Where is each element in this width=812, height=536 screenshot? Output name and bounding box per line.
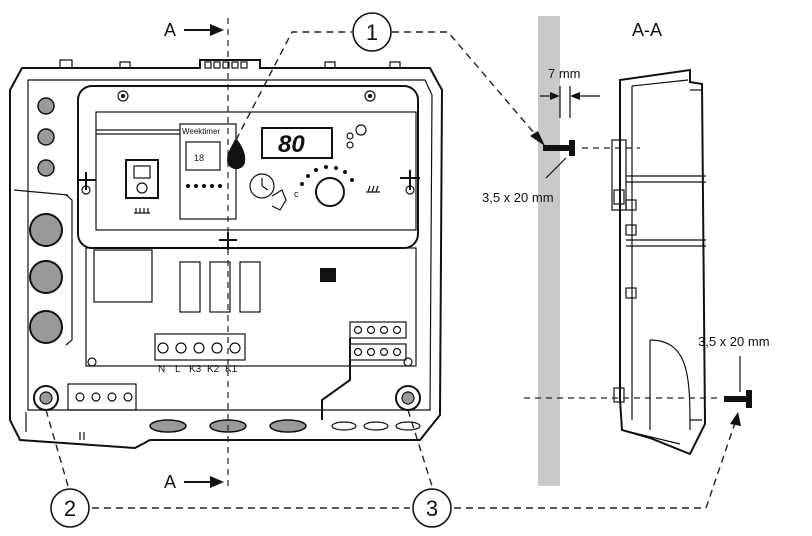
section-marker-top: A: [164, 20, 176, 40]
callout-2-leader: [45, 409, 69, 487]
controller-front-view: Weektimer 18 80 c: [9, 59, 444, 450]
terminal-label-k1: K1: [225, 364, 238, 375]
display-value: 80: [278, 131, 305, 158]
terminal-label-k3: K3: [189, 364, 202, 375]
terminal-label-n: N: [158, 364, 165, 375]
callout-1-label: 1: [366, 20, 378, 45]
section-title: A-A: [632, 20, 662, 40]
screw-bottom: [724, 390, 752, 408]
callout-3-leader: [407, 409, 433, 487]
circuit-board: [85, 247, 417, 367]
crosshair-left: [78, 172, 96, 190]
cable-grommet-2: [29, 260, 63, 294]
terminal-block-main: N L K3 K2 K1: [154, 333, 246, 375]
gap-dimension-label: 7 mm: [548, 66, 581, 81]
heater-icon: [366, 185, 380, 193]
screw-top-size-label: 3,5 x 20 mm: [482, 190, 554, 205]
screw-bottom-size-label: 3,5 x 20 mm: [698, 334, 770, 349]
screw-top: [543, 140, 575, 156]
terminal-label-k2: K2: [207, 364, 220, 375]
wall-cross-section: [538, 16, 560, 486]
knob-mode-symbol: c: [294, 189, 299, 199]
callout-1-circle: [352, 12, 392, 52]
callout-1-leader-left: [235, 31, 352, 141]
controller-side-view: [611, 68, 707, 456]
drill-point-marker: [227, 138, 246, 170]
weektimer-module: [179, 123, 237, 220]
control-panel: [77, 85, 419, 249]
crosshair-right: [400, 170, 420, 190]
callout-3-to-screw-leader: [454, 419, 737, 509]
callout-2-label: 2: [64, 496, 76, 521]
board-chip: [320, 268, 336, 282]
weektimer-label: Weektimer: [182, 127, 220, 136]
terminal-label-l: L: [175, 364, 181, 375]
callout-3-label: 3: [426, 496, 438, 521]
cable-grommet-1: [29, 213, 63, 247]
callout-1-leader-right: [392, 31, 541, 141]
side-indicator-2: [37, 128, 55, 146]
terminal-block-small: [67, 383, 137, 411]
callout-2-circle: [50, 488, 90, 528]
cable-grommet-3: [29, 310, 63, 344]
main-switch: [125, 159, 159, 199]
terminal-block-right: [349, 321, 407, 361]
temperature-knob: [300, 165, 354, 207]
weektimer-display-glyph: 18: [194, 153, 204, 163]
clock-hand-icon: [249, 173, 287, 211]
temperature-display: [261, 127, 333, 159]
side-indicator-3: [37, 159, 55, 177]
callout-3-circle: [412, 488, 452, 528]
side-indicator-1: [37, 97, 55, 115]
section-marker-bottom: A: [164, 472, 176, 492]
